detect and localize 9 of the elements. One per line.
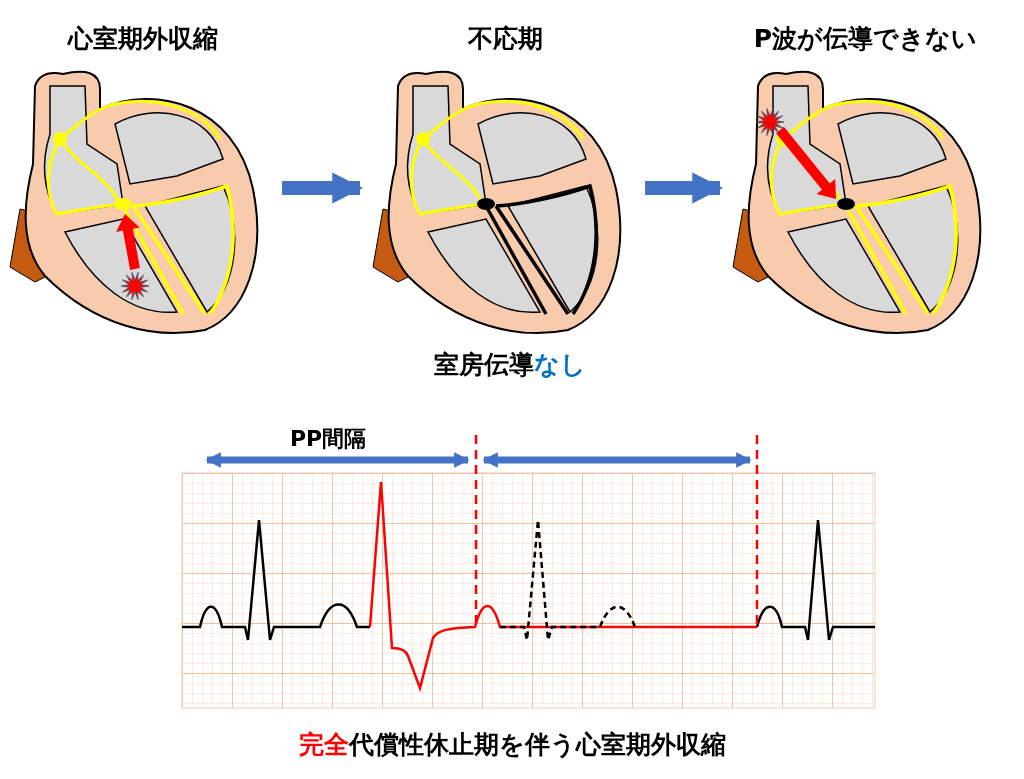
caption-text: 代償性休止期を伴う心室期外収縮 xyxy=(348,730,726,759)
panel-title: 心室期外収縮 xyxy=(67,23,218,55)
caption-text: 完全 xyxy=(298,730,349,759)
panel-title: P波が伝導できない xyxy=(753,23,978,55)
caption-text: なし xyxy=(534,350,586,379)
arrow xyxy=(645,172,724,204)
dimension-label: PP間隔 xyxy=(290,425,367,453)
panel-title: 不応期 xyxy=(468,23,543,55)
arrow xyxy=(282,172,364,204)
